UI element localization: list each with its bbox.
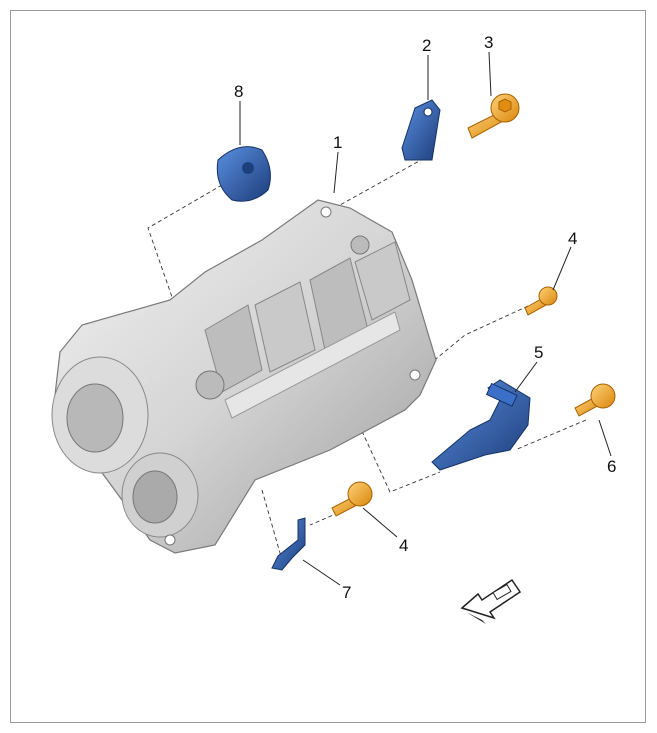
oil-filler-cap-part — [216, 146, 271, 202]
bracket-part-7 — [271, 517, 306, 571]
callout-1: 1 — [333, 133, 342, 152]
bolt-part-4-upper — [524, 286, 558, 316]
bolt-part-6 — [574, 383, 616, 417]
callout-5: 5 — [534, 343, 543, 362]
bolt-part-3 — [467, 93, 520, 139]
bracket-part-2 — [401, 99, 441, 161]
callout-6: 6 — [607, 457, 616, 476]
callout-2: 2 — [422, 36, 431, 55]
valve-cover-part — [51, 199, 437, 554]
callout-4-lower: 4 — [399, 536, 408, 555]
bolt-part-4-lower — [331, 481, 373, 517]
callout-3: 3 — [484, 33, 493, 52]
callout-4-upper: 4 — [568, 229, 577, 248]
callout-labels: 1 2 3 4 5 6 4 7 8 — [234, 33, 616, 602]
vehicle-direction-arrow-icon — [460, 578, 522, 624]
callout-7: 7 — [342, 583, 351, 602]
callout-8: 8 — [234, 82, 243, 101]
leader-lines — [239, 51, 612, 586]
ignition-coil-part — [431, 379, 531, 471]
